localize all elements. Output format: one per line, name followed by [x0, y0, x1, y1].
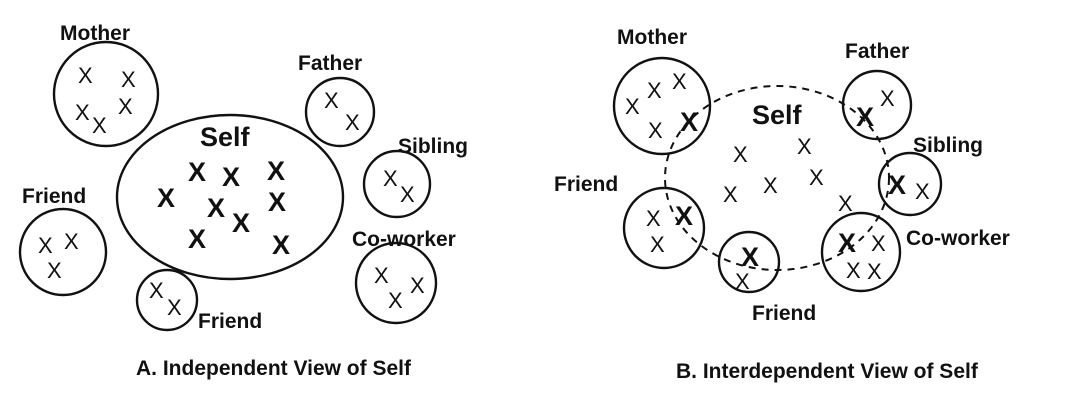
x-mark: X — [838, 228, 856, 258]
x-mark: X — [735, 269, 750, 294]
x-mark: X — [723, 182, 738, 207]
x-mark: X — [268, 187, 286, 217]
label-coworker: Co-worker — [906, 227, 1010, 250]
label-mother: Mother — [617, 26, 687, 49]
label-mother: Mother — [60, 22, 130, 45]
friend-left-circle — [18, 207, 108, 297]
label-friend-bottom: Friend — [198, 310, 262, 333]
caption-b: B. Interdependent View of Self — [676, 360, 979, 383]
sibling-circle — [362, 149, 432, 219]
label-sibling: Sibling — [398, 135, 468, 158]
mother-circle — [52, 40, 160, 148]
coworker-circle — [354, 241, 438, 325]
panel-a: Mother Father Sibling Friend Co-worker F… — [18, 22, 468, 380]
x-mark: X — [672, 69, 687, 94]
label-friend-left: Friend — [22, 185, 86, 208]
label-sibling: Sibling — [913, 134, 983, 157]
x-mark: X — [188, 157, 206, 187]
x-mark: X — [345, 110, 360, 135]
caption-a: A. Independent View of Self — [136, 357, 412, 380]
coworker-circle — [820, 211, 902, 293]
label-friend-left: Friend — [554, 173, 618, 196]
x-mark: X — [650, 232, 665, 257]
friend-bottom-circle — [717, 230, 781, 294]
x-mark: X — [741, 242, 759, 272]
x-mark: X — [149, 278, 164, 303]
x-mark: X — [871, 231, 886, 256]
x-mark: X — [121, 67, 136, 92]
father-circle — [304, 76, 376, 148]
friend-left-circle — [622, 186, 706, 270]
x-mark: X — [856, 102, 874, 132]
x-mark: X — [157, 183, 175, 213]
sibling-circle — [877, 151, 943, 217]
x-mark: X — [383, 166, 398, 191]
x-mark: X — [797, 134, 812, 159]
panel-b: Mother Father Sibling Friend Co-worker F… — [554, 26, 1010, 383]
label-friend-bottom: Friend — [752, 302, 816, 325]
x-mark: X — [647, 78, 662, 103]
x-mark: X — [675, 201, 693, 231]
x-mark: X — [809, 165, 824, 190]
x-mark: X — [838, 191, 853, 216]
x-mark: X — [400, 182, 415, 207]
x-mark: X — [888, 170, 906, 200]
x-mark: X — [763, 173, 778, 198]
self-ellipse — [115, 113, 345, 281]
x-mark: X — [680, 107, 698, 137]
x-mark: X — [167, 295, 182, 320]
label-father: Father — [845, 40, 909, 63]
friend-bottom-circle — [135, 268, 199, 332]
x-mark: X — [78, 63, 93, 88]
x-mark: X — [867, 259, 882, 284]
x-mark: X — [915, 179, 930, 204]
x-mark: X — [646, 206, 661, 231]
x-mark: X — [272, 230, 290, 260]
label-coworker: Co-worker — [352, 228, 456, 251]
x-mark: X — [64, 229, 79, 254]
x-mark: X — [733, 142, 748, 167]
mother-circle — [612, 56, 712, 156]
x-mark: X — [880, 86, 895, 111]
x-mark: X — [118, 94, 133, 119]
father-circle — [841, 69, 913, 141]
x-mark: X — [38, 233, 53, 258]
x-mark: X — [625, 94, 640, 119]
x-mark: X — [324, 88, 339, 113]
x-mark: X — [267, 156, 285, 186]
x-mark: X — [188, 224, 206, 254]
self-label: Self — [752, 100, 803, 130]
x-mark: X — [222, 162, 240, 192]
x-mark: X — [648, 118, 663, 143]
self-dashed-ellipse — [664, 85, 890, 271]
x-mark: X — [47, 258, 62, 283]
self-label: Self — [200, 122, 251, 152]
label-father: Father — [298, 52, 362, 75]
x-mark: X — [388, 288, 403, 313]
x-mark: X — [207, 193, 225, 223]
x-mark: X — [75, 100, 90, 125]
x-mark: X — [374, 263, 389, 288]
x-mark: X — [410, 273, 425, 298]
x-mark: X — [846, 258, 861, 283]
x-mark: X — [92, 113, 107, 138]
x-mark: X — [232, 208, 250, 238]
